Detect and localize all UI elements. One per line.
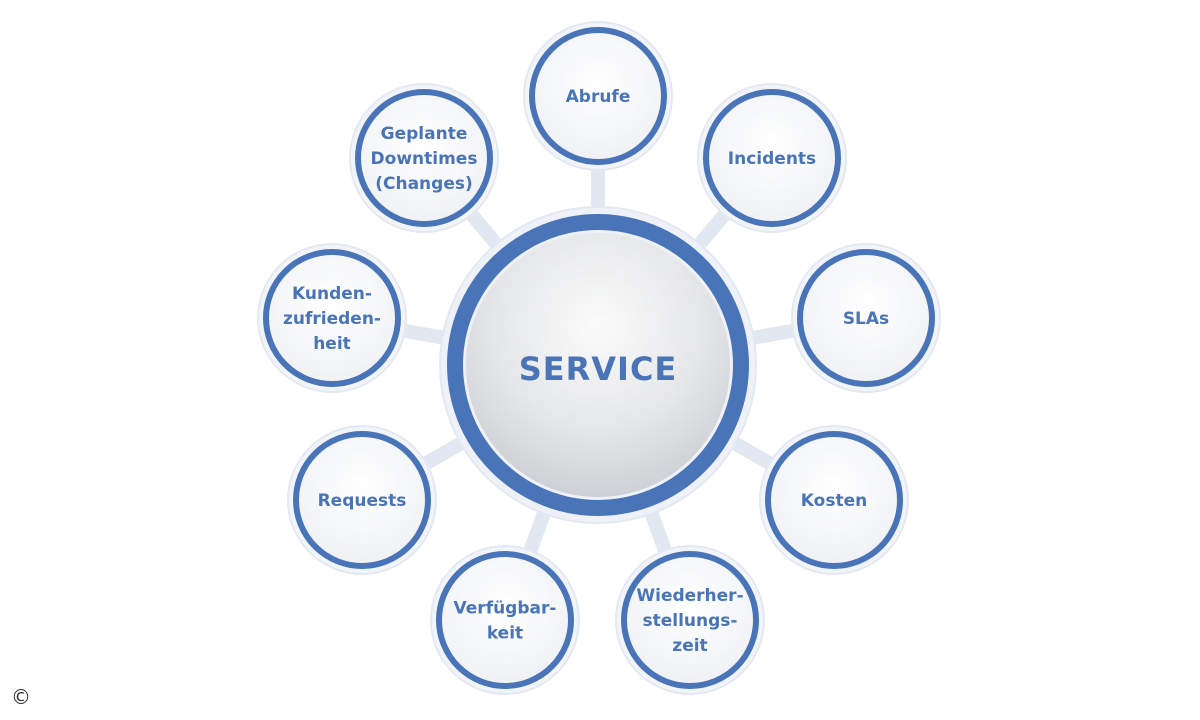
node-label-geplante-downtimes: Geplante [381, 124, 468, 144]
node-label-verfuegbarkeit: keit [487, 624, 523, 644]
node-label-kosten: Kosten [801, 491, 867, 511]
node-label-wiederherstellungszeit: zeit [672, 636, 707, 656]
node-label-wiederherstellungszeit: stellungs- [643, 611, 738, 631]
connector-kundenzufriedenheit [403, 323, 444, 345]
node-label-wiederherstellungszeit: Wiederher- [636, 586, 743, 606]
connector-kosten [731, 437, 774, 470]
node-label-requests: Requests [318, 491, 407, 511]
connector-wiederherstellungszeit [645, 511, 672, 553]
connector-requests [422, 437, 465, 470]
node-ring [703, 89, 841, 227]
center-fill [466, 233, 730, 497]
center-ring [447, 214, 749, 516]
node-label-incidents: Incidents [728, 149, 816, 169]
node-label-kundenzufriedenheit: heit [313, 334, 351, 354]
node-label-kundenzufriedenheit: zufrieden- [283, 309, 381, 329]
node-slas: SLAs [791, 243, 941, 393]
node-requests: Requests [287, 425, 437, 575]
node-ring [621, 551, 759, 689]
outer-nodes: AbrufeIncidentsSLAsKostenWiederher-stell… [257, 21, 941, 695]
connector-verfuegbarkeit [523, 511, 551, 553]
connector-slas [752, 323, 795, 345]
center-label: SERVICE [519, 350, 678, 388]
connector-lines [403, 170, 795, 553]
node-ring [529, 27, 667, 165]
connector-incidents [694, 210, 730, 249]
node-kundenzufriedenheit: Kunden-zufrieden-heit [257, 243, 407, 393]
node-label-verfuegbarkeit: Verfügbar- [454, 599, 557, 619]
node-kosten: Kosten [759, 425, 909, 575]
node-label-geplante-downtimes: (Changes) [375, 174, 473, 194]
node-label-geplante-downtimes: Downtimes [371, 149, 478, 169]
node-ring [765, 431, 903, 569]
node-label-slas: SLAs [843, 309, 889, 329]
node-verfuegbarkeit: Verfügbar-keit [430, 545, 580, 695]
node-ring [797, 249, 935, 387]
node-ring [436, 551, 574, 689]
node-ring [293, 431, 431, 569]
copyright-symbol: © [11, 685, 31, 709]
node-label-abrufe: Abrufe [566, 87, 631, 107]
node-wiederherstellungszeit: Wiederher-stellungs-zeit [615, 545, 765, 695]
node-incidents: Incidents [697, 83, 847, 233]
node-abrufe: Abrufe [523, 21, 673, 171]
center-node-service: SERVICE [439, 206, 757, 524]
node-ring [355, 89, 493, 227]
node-label-kundenzufriedenheit: Kunden- [292, 284, 372, 304]
node-ring [263, 249, 401, 387]
connector-geplante-downtimes [466, 210, 502, 249]
